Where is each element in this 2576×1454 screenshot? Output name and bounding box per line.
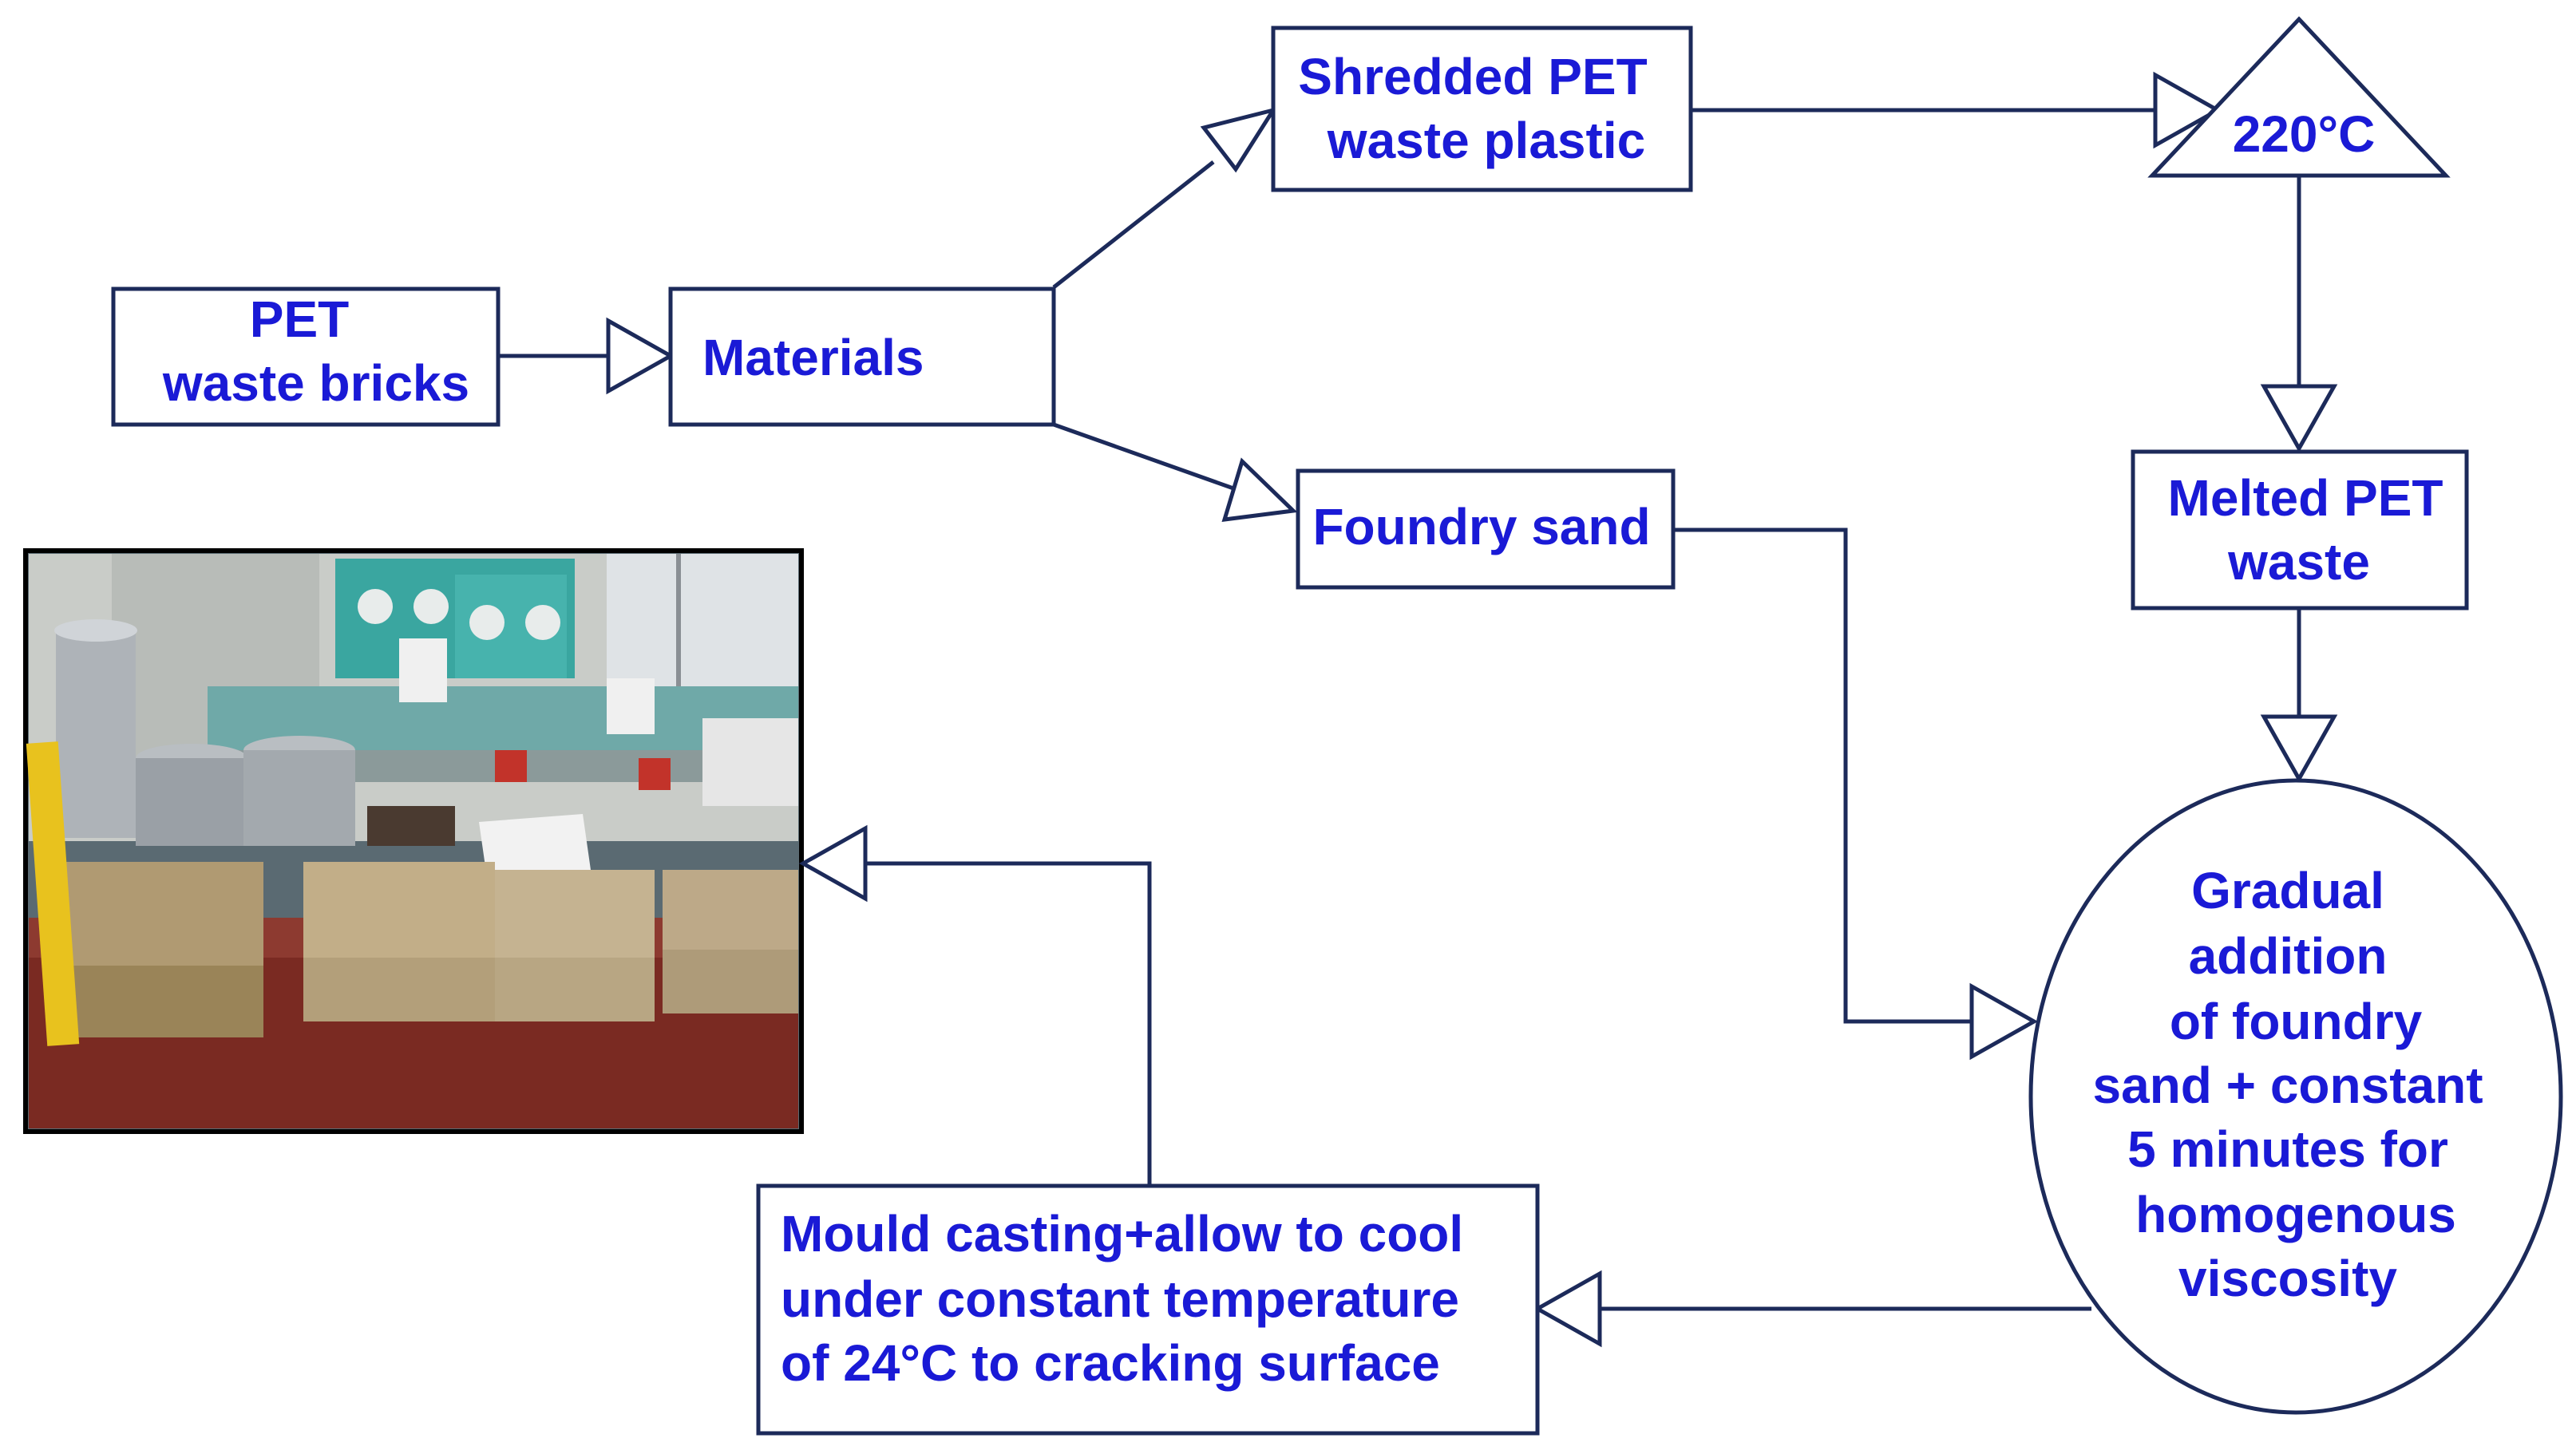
node-mould: Mould casting+allow to cool under consta… — [756, 1183, 1540, 1436]
node-gradual-line: homogenous — [2135, 1186, 2456, 1243]
node-materials-label: Materials — [702, 329, 924, 386]
node-pet-bricks: PET waste bricks — [111, 286, 501, 427]
node-melted-line: waste — [2227, 533, 2370, 591]
edge-foundry-to-gradual — [1673, 527, 1972, 1024]
node-gradual-line: of foundry — [2170, 993, 2423, 1050]
node-temperature-label: 220°C — [2233, 105, 2376, 163]
node-foundry-sand: Foundry sand — [1296, 468, 1676, 590]
arrowhead-mould — [1533, 1270, 1602, 1348]
node-shredded-line: Shredded PET — [1298, 48, 1647, 105]
arrowhead-temp — [2153, 71, 2222, 149]
edge-materials-to-shredded — [1052, 160, 1215, 289]
lab-photo — [23, 548, 804, 1134]
node-melted-line: Melted PET — [2168, 469, 2443, 527]
node-mould-line: of 24°C to cracking surface — [781, 1334, 1440, 1392]
node-pet-bricks-line: PET — [250, 290, 349, 348]
node-pet-bricks-line: waste bricks — [162, 354, 469, 412]
arrowhead-shredded — [1200, 107, 1278, 173]
node-gradual-line: viscosity — [2178, 1250, 2397, 1307]
edge-materials-to-foundry — [1053, 422, 1237, 492]
edge-mould-to-photo — [865, 861, 1152, 1186]
node-gradual-line: Gradual — [2191, 862, 2384, 919]
arrowhead-foundry — [1221, 457, 1298, 522]
node-gradual-line: sand + constant — [2093, 1057, 2483, 1114]
node-mould-line: under constant temperature — [781, 1270, 1459, 1328]
node-gradual-line: addition — [2189, 927, 2388, 985]
node-shredded-line: waste plastic — [1327, 112, 1645, 169]
arrowhead-gradual-left — [1969, 982, 2039, 1061]
node-foundry-sand-label: Foundry sand — [1312, 498, 1650, 555]
node-gradual-line: 5 minutes for — [2127, 1120, 2448, 1178]
node-gradual: Gradual addition of foundry sand + const… — [2028, 778, 2563, 1415]
node-shredded: Shredded PET waste plastic — [1271, 26, 1693, 192]
arrowhead-photo — [798, 824, 868, 903]
node-temperature: 220°C — [2147, 16, 2451, 178]
arrowhead-melted — [2260, 384, 2338, 453]
arrowhead-gradual-top — [2260, 714, 2338, 784]
node-materials: Materials — [668, 286, 1056, 427]
node-melted: Melted PET waste — [2131, 449, 2469, 610]
node-mould-line: Mould casting+allow to cool — [781, 1205, 1463, 1262]
